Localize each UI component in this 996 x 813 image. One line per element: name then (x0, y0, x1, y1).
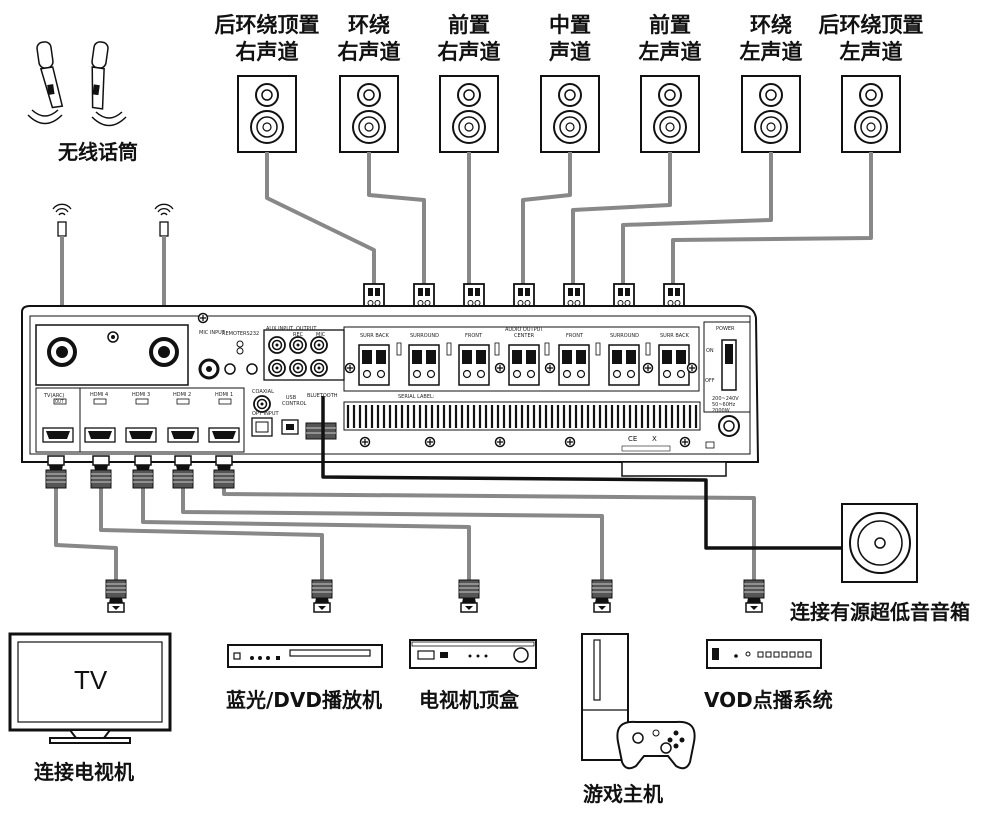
mic-input-label: MIC INPUT (199, 330, 225, 336)
hdmi-3-label: HDMI 3 (132, 392, 151, 398)
settop-label: 电视机顶盒 (419, 688, 519, 712)
speaker-surround-back-right-icon (237, 75, 297, 153)
hdmi-out-badge: OUT (55, 399, 64, 404)
hdmi-plug-icon (311, 579, 333, 613)
surround-right-label: SURROUND (410, 333, 439, 339)
surround-left-label: SURROUND (610, 333, 639, 339)
voltage-label: 200~240V (712, 396, 739, 402)
speaker-label-front-left: 前置左声道 (638, 13, 702, 64)
speaker-surround-right-icon (339, 75, 399, 153)
speaker-label-surround-back-right: 后环绕顶置右声道 (214, 13, 320, 64)
rs232-label: RS232 (243, 331, 260, 337)
device-hdmi-plugs (105, 579, 765, 613)
hdmi-cables (54, 488, 756, 580)
output-label: OUTPUT (296, 326, 317, 332)
tv-icon (8, 632, 172, 744)
speaker-icons (237, 75, 901, 153)
watt-label: 2000W (712, 408, 730, 414)
front-right-label: FRONT (465, 333, 483, 339)
subwoofer-icon (841, 503, 918, 583)
speaker-label-front-right: 前置右声道 (437, 13, 501, 64)
surr-back-left-label: SURR BACK (660, 333, 689, 339)
hdmi-plug-icon (458, 579, 480, 613)
surr-back-right-label: SURR BACK (360, 333, 389, 339)
hdmi-4-label: HDMI 4 (90, 392, 109, 398)
hdmi-plug-icon (90, 455, 112, 489)
hdmi-out-port-icon (42, 427, 74, 443)
console-label: 游戏主机 (583, 782, 663, 806)
speaker-center-icon (540, 75, 600, 153)
center-label: CENTER (514, 333, 535, 339)
hdmi-plug-icon (213, 455, 235, 489)
hdmi-plug-icon (105, 579, 127, 613)
tv-label: 连接电视机 (34, 760, 134, 784)
remote-label: REMOTE (222, 331, 244, 337)
subwoofer-label: 连接有源超低音音箱 (790, 600, 970, 624)
tv-screen-text: TV (74, 665, 108, 695)
game-console-icon (581, 633, 696, 770)
signal-icon (52, 203, 72, 216)
on-label: ON (706, 348, 714, 354)
signal-icon (154, 203, 174, 216)
usb-control-label: USB CONTROL (282, 395, 307, 407)
hdmi-2-label: HDMI 2 (173, 392, 192, 398)
set-top-box-icon (409, 639, 537, 669)
wireless-mic-label: 无线话筒 (58, 140, 138, 164)
aux-input-label: AUX INPUT (266, 326, 294, 332)
mic-label: MIC (316, 332, 326, 338)
speaker-surround-back-left-icon (841, 75, 901, 153)
off-label: OFF (705, 378, 715, 384)
svg-text:X: X (652, 435, 657, 443)
speaker-surround-left-icon (741, 75, 801, 153)
receiver-rear-panel: CE X (21, 305, 760, 477)
svg-text:CE: CE (628, 435, 637, 443)
hdmi-port-icon (208, 427, 240, 443)
freq-label: 50~60Hz (712, 402, 736, 408)
rec-label: REC (293, 332, 304, 338)
hdmi-port-icon (125, 427, 157, 443)
audio-output-label: AUDIO OUTPUT (505, 327, 544, 333)
hdmi-port-icon (167, 427, 199, 443)
vod-system-icon (706, 639, 822, 669)
hdmi-plug-icon (743, 579, 765, 613)
bluray-player-icon (227, 644, 383, 668)
front-left-label: FRONT (566, 333, 584, 339)
hdmi-1-label: HDMI 1 (215, 392, 234, 398)
microphone-icon (27, 41, 64, 125)
hdmi-plug-icon (132, 455, 154, 489)
hdmi-plug-icon (591, 579, 613, 613)
speaker-label-surround-right: 环绕右声道 (337, 13, 401, 64)
speaker-cables (265, 152, 873, 285)
speaker-label-surround-back-left: 后环绕顶置左声道 (818, 13, 924, 64)
bluetooth-label: BLUETOOTH (307, 393, 338, 399)
vod-label: VOD点播系统 (704, 688, 833, 712)
speaker-front-left-icon (640, 75, 700, 153)
microphone-icon (91, 41, 127, 127)
subwoofer-cable (321, 396, 842, 550)
coaxial-label: COAXIAL (252, 389, 274, 395)
speaker-label-surround-left: 环绕左声道 (739, 13, 803, 64)
wireless-microphones (27, 41, 127, 127)
bluray-label: 蓝光/DVD播放机 (226, 688, 382, 712)
hdmi-out-label: TV(ARC) (44, 393, 65, 399)
hdmi-plug-icon (172, 455, 194, 489)
power-label: POWER (716, 326, 735, 332)
speaker-front-right-icon (439, 75, 499, 153)
opt-input-label: OPT INPUT (252, 411, 279, 417)
hdmi-plug-icon (45, 455, 67, 489)
hdmi-port-icon (84, 427, 116, 443)
serial-label: SERIAL LABEL: (398, 394, 435, 400)
speaker-label-center: 中置声道 (549, 13, 591, 64)
